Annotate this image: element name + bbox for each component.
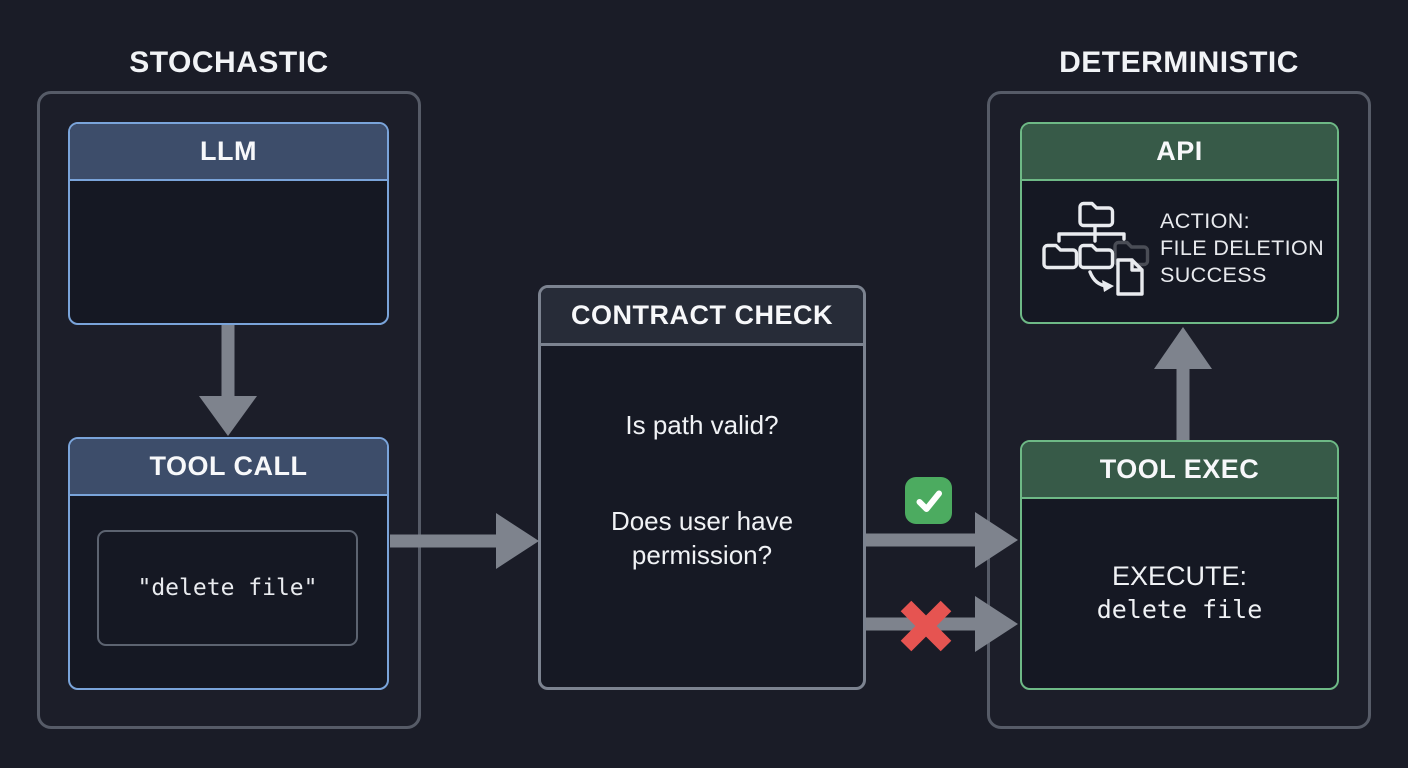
tool-exec-box-title: TOOL EXEC [1022, 442, 1337, 499]
tool-exec-label: EXECUTE: [1111, 560, 1248, 591]
arrow-llm-to-toolcall-icon [199, 325, 257, 436]
api-box-title: API [1022, 124, 1337, 181]
llm-box-title: LLM [70, 124, 387, 181]
cross-icon [900, 600, 952, 652]
arrow-contract-pass-icon [866, 512, 1018, 568]
api-action-text: ACTION: FILE DELETION SUCCESS [1160, 208, 1324, 289]
arrow-toolcall-to-contract-icon [390, 513, 539, 569]
stochastic-panel [37, 91, 421, 729]
tool-call-code: "delete file" [137, 575, 318, 601]
tool-exec-code: delete file [1096, 594, 1263, 624]
tool-call-payload-box: "delete file" [97, 530, 358, 646]
arrow-toolexec-to-api-icon [1154, 327, 1212, 440]
section-title-stochastic: STOCHASTIC [129, 46, 329, 79]
section-title-deterministic: DETERMINISTIC [1059, 46, 1299, 79]
folder-tree-file-icon [1042, 201, 1150, 296]
tool-call-box: TOOL CALL "delete file" [68, 437, 389, 690]
api-action-line: FILE DELETION [1160, 236, 1325, 260]
check-icon [905, 477, 952, 524]
tool-exec-box: TOOL EXEC EXECUTE: delete file [1020, 440, 1339, 690]
contract-check-box: CONTRACT CHECK Is path valid? Does user … [538, 285, 866, 690]
deterministic-panel [987, 91, 1371, 729]
api-box: API ACTION: FILE DELETION SUCCESS [1020, 122, 1339, 324]
contract-check-box-title: CONTRACT CHECK [541, 288, 863, 346]
contract-question-permission: Does user have permission? [610, 506, 794, 570]
api-action-line: SUCCESS [1160, 263, 1267, 287]
llm-box: LLM [68, 122, 389, 325]
api-action-line: ACTION: [1160, 209, 1250, 233]
contract-question-path: Is path valid? [625, 410, 779, 440]
tool-call-box-title: TOOL CALL [70, 439, 387, 496]
tool-exec-body: EXECUTE: delete file [1022, 497, 1337, 688]
